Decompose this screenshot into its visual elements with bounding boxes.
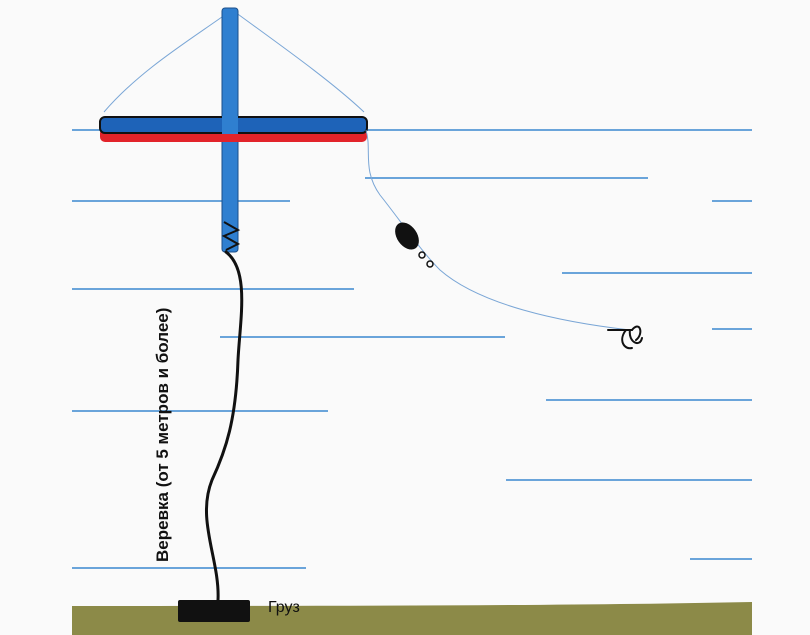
water-lines — [72, 129, 752, 569]
rope — [204, 250, 244, 602]
guy-line-left — [103, 11, 230, 113]
weight-block — [178, 600, 250, 622]
lake-bottom — [72, 602, 752, 635]
treble-hook-icon — [607, 325, 643, 350]
weight-label: Груз — [268, 599, 300, 616]
rope-label: Веревка (от 5 метров и более) — [153, 308, 172, 562]
fishing-line — [365, 129, 631, 331]
float-pole-center — [222, 116, 238, 134]
swivel-icon — [418, 251, 434, 268]
sinker-icon — [395, 222, 419, 250]
rope-coil — [221, 221, 241, 251]
guy-line-right — [234, 11, 365, 113]
